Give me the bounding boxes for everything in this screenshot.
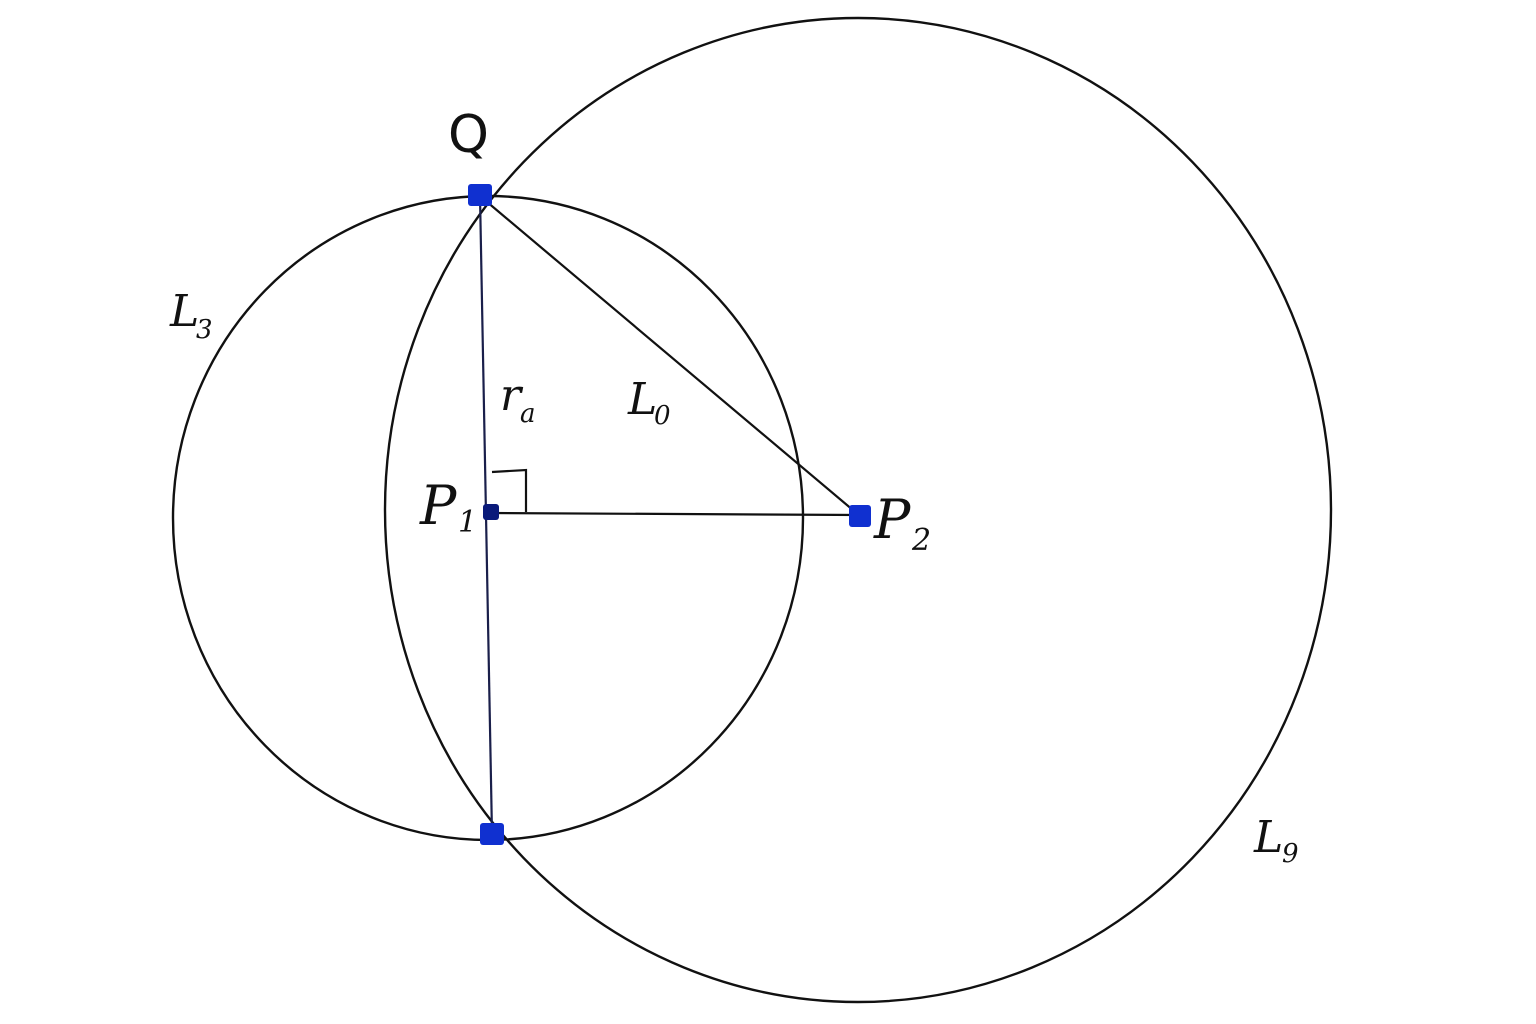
point-Q xyxy=(468,184,492,206)
segment-P1-P2 xyxy=(489,511,861,517)
label-Q: Q xyxy=(448,105,489,165)
label-P1: P xyxy=(419,474,458,537)
label-ra: r xyxy=(500,370,524,421)
label-L3-subscript: 3 xyxy=(196,315,213,345)
label-P1-subscript: 1 xyxy=(458,505,477,540)
label-L0-subscript: 0 xyxy=(654,401,671,431)
label-P2-subscript: 2 xyxy=(911,523,931,558)
point-lower-intersection xyxy=(480,823,504,845)
segment-Q-P2 xyxy=(479,195,861,517)
label-P2: P xyxy=(873,488,912,551)
circle-L9 xyxy=(383,16,1333,1004)
label-L3: L xyxy=(169,286,199,337)
point-P2 xyxy=(849,505,871,527)
label-L0: L xyxy=(627,374,657,425)
label-L9: L xyxy=(1253,812,1283,863)
right-angle-marker xyxy=(491,468,528,512)
label-ra-subscript: a xyxy=(520,399,536,429)
point-P1 xyxy=(483,504,499,520)
label-L9-subscript: 9 xyxy=(1282,839,1299,869)
